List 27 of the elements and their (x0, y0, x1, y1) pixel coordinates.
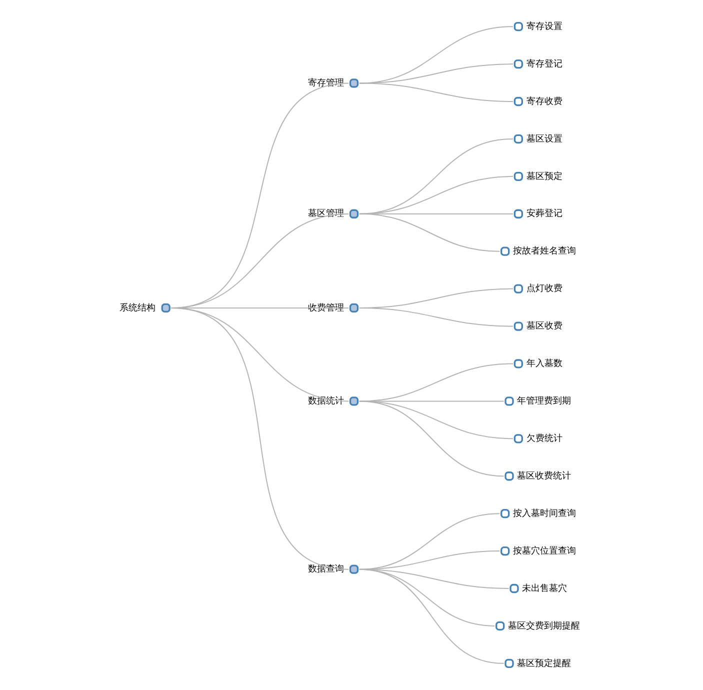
node-label: 按墓穴位置查询 (512, 546, 576, 556)
node-label: 按故者姓名查询 (512, 246, 576, 257)
connector (358, 82, 514, 102)
node-label: 按入墓时间查询 (512, 508, 576, 519)
connector (358, 213, 500, 252)
node-label: 年入墓数 (526, 359, 562, 370)
node-label: 点灯收费 (526, 284, 562, 294)
node-label: 墓区预定提醒 (517, 658, 572, 669)
node-label: 寄存收费 (526, 96, 562, 107)
connector (358, 363, 514, 402)
connector (170, 307, 350, 570)
connector (358, 400, 514, 440)
node-label: 欠费统计 (526, 434, 562, 444)
connector (358, 400, 504, 402)
node-label: 墓区设置 (526, 134, 562, 144)
node-label: 寄存设置 (526, 22, 562, 32)
node-label: 年管理费到期 (517, 396, 572, 407)
connector (358, 400, 504, 477)
node-label: 墓区预定 (526, 172, 562, 182)
node-label: 寄存登记 (526, 59, 562, 70)
node-label: 系统结构 (120, 303, 156, 314)
node-label: 墓区收费 (526, 322, 562, 332)
node-label: 安葬登记 (526, 209, 562, 220)
node-label: 墓区收费统计 (517, 471, 572, 482)
node-label: 墓区交费到期提醒 (508, 621, 580, 632)
node-label: 未出售墓穴 (522, 584, 568, 594)
connector (358, 307, 514, 327)
